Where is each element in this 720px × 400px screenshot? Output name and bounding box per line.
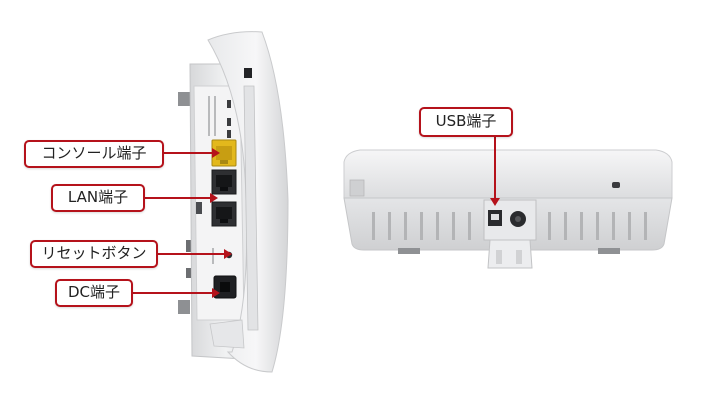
callout-usb-port: USB端子	[419, 107, 513, 137]
lock-slot	[244, 68, 252, 78]
console-port	[211, 139, 237, 167]
port-housing	[483, 199, 537, 269]
lan-port-2	[211, 201, 237, 227]
port-cover	[487, 239, 533, 269]
label-mark	[212, 248, 214, 264]
leader-lines	[133, 137, 496, 294]
callout-reset-button: リセットボタン	[30, 240, 158, 268]
indicator	[196, 202, 202, 214]
callout-lan-port: LAN端子	[51, 184, 145, 212]
device-bottom-view	[343, 149, 673, 269]
bottom-lid	[343, 149, 673, 199]
mount-clip	[186, 268, 194, 278]
mount-clip	[178, 300, 190, 314]
foot	[598, 248, 620, 254]
device-side-view	[178, 31, 289, 373]
vent-slots-left	[372, 212, 471, 240]
function-switches	[208, 96, 231, 138]
side-clip	[349, 179, 365, 197]
cover-groove	[243, 85, 259, 331]
callout-dc-port: DC端子	[55, 279, 133, 307]
mount-clip	[186, 240, 194, 252]
foot	[398, 248, 420, 254]
lan-port-1	[211, 169, 237, 195]
vent-slots-right	[548, 212, 647, 240]
mount-clip	[178, 92, 190, 106]
bottom-tab	[209, 319, 245, 349]
dc-jack	[213, 275, 237, 299]
callout-console-port: コンソール端子	[24, 140, 164, 168]
lock-slot-right	[612, 182, 620, 188]
leader-arrows	[210, 148, 500, 298]
